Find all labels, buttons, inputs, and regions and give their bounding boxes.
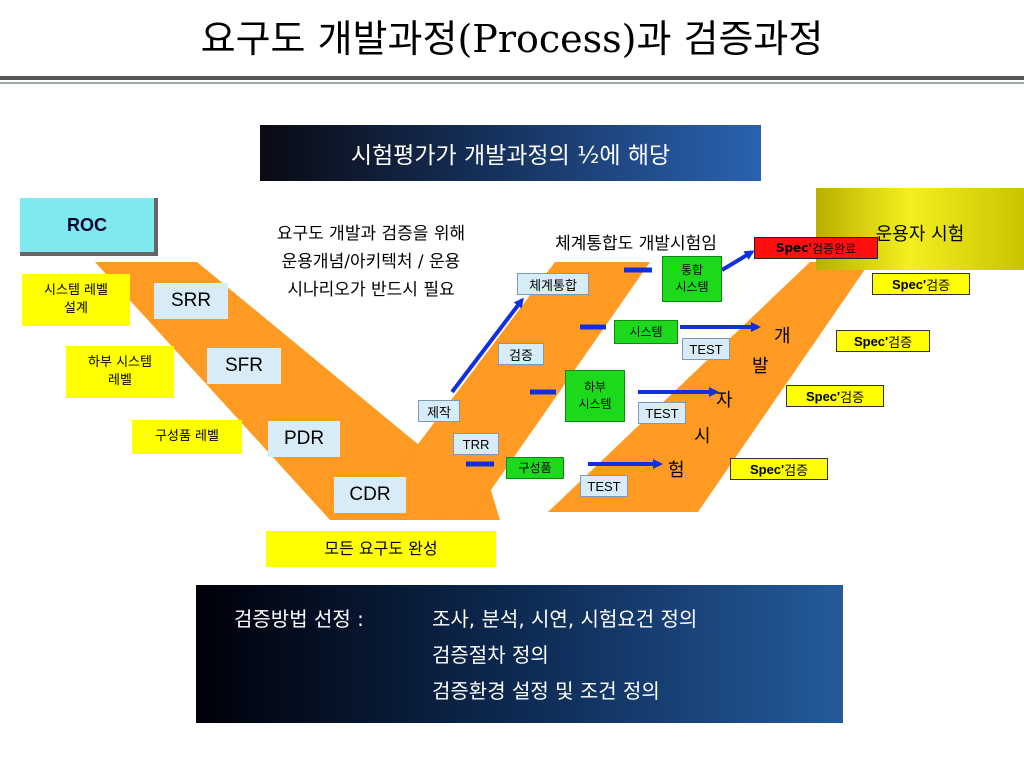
verification-method-item-1: 조사, 분석, 시연, 시험요건 정의 <box>432 607 698 631</box>
spec-verify-badge-4: Spec'검증 <box>730 458 828 480</box>
developer-test-char-5: 험 <box>668 460 685 481</box>
test-label-system: TEST <box>682 338 730 360</box>
review-srr: SRR <box>154 283 228 319</box>
integration-arrow <box>450 297 524 394</box>
developer-test-char-4: 시 <box>694 426 711 447</box>
spec-prefix: Spec' <box>853 333 889 349</box>
integration-note: 체계통합도 개발시험임 <box>555 234 717 254</box>
spec-verify-badge-2: Spec'검증 <box>836 330 930 352</box>
spec-suffix: 검증 <box>888 335 913 351</box>
spec-suffix: 검증 <box>926 278 951 294</box>
spec-suffix: 검증 <box>840 390 865 406</box>
developer-test-char-3: 자 <box>716 390 733 411</box>
verification-method-item-2: 검증절차 정의 <box>432 643 549 667</box>
all-requirements-label: 모든 요구도 완성 <box>266 531 496 567</box>
review-cdr: CDR <box>334 477 406 513</box>
roc-label: ROC <box>67 214 107 235</box>
manufacture-label: 제작 <box>418 400 460 422</box>
spec-suffix: 검증 <box>784 463 809 479</box>
component-box: 구성품 <box>506 457 564 479</box>
review-sfr: SFR <box>207 348 281 384</box>
title-divider-thin <box>0 82 1024 84</box>
spec-verify-badge-3: Spec'검증 <box>786 385 884 407</box>
developer-test-char-1: 개 <box>774 326 791 347</box>
spec-prefix: Spec' <box>749 461 785 477</box>
banner-text: 시험평가가 개발과정의 ½에 해당 <box>350 143 671 169</box>
test-label-subsystem: TEST <box>638 402 686 424</box>
spec-verified-complete-badge: Spec'검증완료 <box>754 237 878 259</box>
verification-method-label: 검증방법 선정 : <box>234 607 364 631</box>
subsystem-box: 하부 시스템 <box>565 370 625 422</box>
system-level-label: 시스템 레벨 설계 <box>22 274 130 326</box>
spec-verify-badge-1: Spec'검증 <box>872 273 970 295</box>
verification-label: 검증 <box>498 343 544 365</box>
banner-half-of-development: 시험평가가 개발과정의 ½에 해당 <box>260 125 761 181</box>
review-pdr: PDR <box>268 421 340 457</box>
subsystem-level-label: 하부 시스템 레벨 <box>66 346 174 398</box>
concept-note-line-2: 운용개념/아키텍처 / 운용 <box>281 252 461 272</box>
component-level-label: 구성품 레벨 <box>132 420 242 454</box>
spec-prefix: Spec' <box>891 276 927 292</box>
concept-note-line-3: 시나리오가 반드시 필요 <box>287 280 455 300</box>
operator-test-label: 운용자 시험 <box>875 224 965 245</box>
concept-note: 요구도 개발과 검증을 위해 운용개념/아키텍처 / 운용 시나리오가 반드시 … <box>232 220 510 304</box>
spec-suffix: 검증완료 <box>812 241 857 256</box>
verification-method-item-3: 검증환경 설정 및 조건 정의 <box>432 679 660 703</box>
concept-note-line-1: 요구도 개발과 검증을 위해 <box>276 224 466 244</box>
arrow-integration <box>720 250 755 272</box>
roc-box: ROC <box>20 198 158 256</box>
system-box: 시스템 <box>614 320 678 344</box>
spec-prefix: Spec' <box>775 241 812 255</box>
title-divider <box>0 76 1024 80</box>
spec-prefix: Spec' <box>805 388 841 404</box>
verification-method-panel: 검증방법 선정 : 조사, 분석, 시연, 시험요건 정의 검증절차 정의 검증… <box>196 585 843 723</box>
developer-test-char-2: 발 <box>752 356 769 377</box>
page-title: 요구도 개발과정(Process)과 검증과정 <box>200 17 824 61</box>
system-integration-label: 체계통합 <box>517 273 589 295</box>
trr-label: TRR <box>453 433 499 455</box>
integrated-system-box: 통합 시스템 <box>662 256 722 302</box>
test-label-component: TEST <box>580 475 628 497</box>
